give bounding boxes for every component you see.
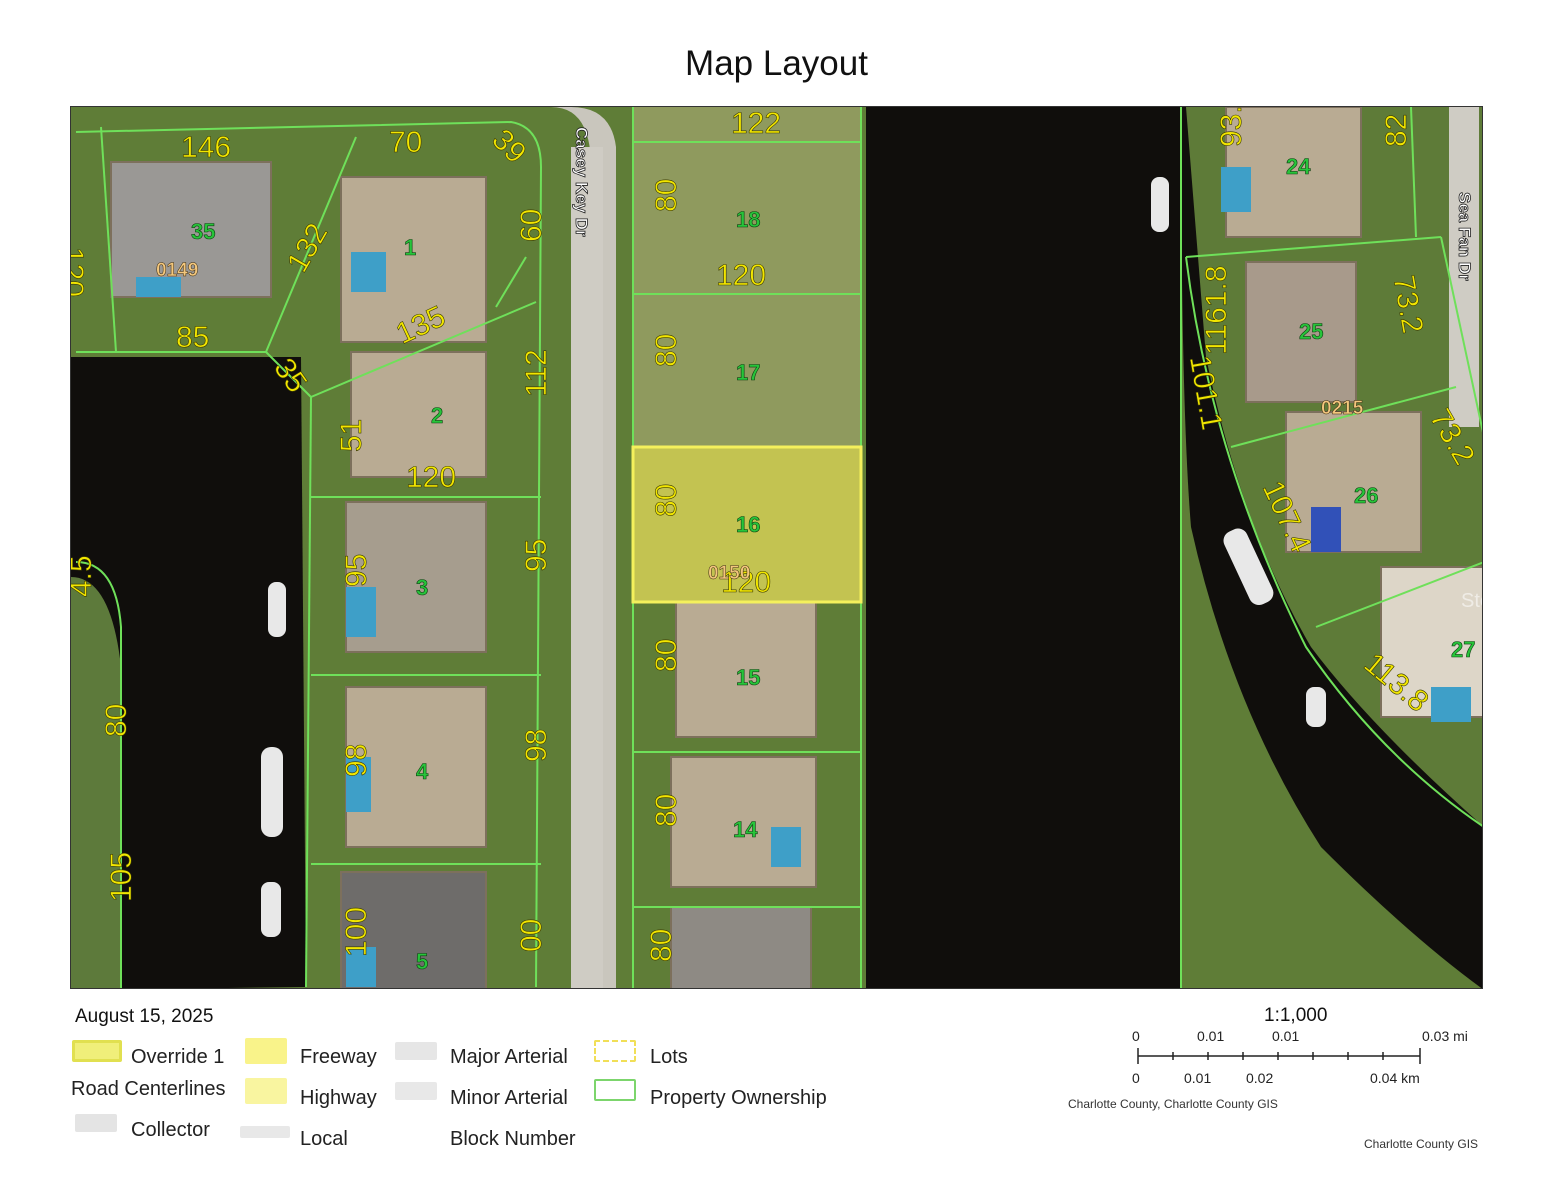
sea-fan-road — [1449, 107, 1479, 427]
legend-minor-arterial: Minor Arterial — [450, 1087, 568, 1109]
map-date: August 15, 2025 — [75, 1006, 214, 1027]
scale-mi-label: 0.03 mi — [1422, 1028, 1468, 1044]
dim-label: 1161.8 — [1200, 265, 1233, 355]
casey-key-road-lane — [571, 147, 603, 988]
street-label-sea-fan: Sea Fan Dr — [1455, 192, 1474, 281]
street-labels: Casey Key Dr Sea Fan Dr — [572, 127, 1475, 282]
vacant-lot-subject — [633, 447, 861, 602]
page-title: Map Layout — [685, 44, 868, 83]
local-swatch — [240, 1126, 290, 1138]
dim-label: 105 — [105, 852, 138, 902]
scale-km-label: 0.01 — [1184, 1070, 1212, 1086]
lot-number: 27 — [1451, 637, 1475, 662]
vacant-lot-area — [633, 107, 861, 447]
boats — [261, 177, 1326, 937]
block-number: 0149 — [156, 260, 198, 281]
lot-number: 17 — [736, 360, 760, 385]
lot-number: 5 — [416, 949, 428, 974]
scale-mi-label: 0.01 — [1197, 1028, 1225, 1044]
dim-label: 80 — [650, 639, 683, 672]
legend-local: Local — [300, 1128, 348, 1150]
left-shore — [71, 577, 121, 988]
street-label-casey-key: Casey Key Dr — [572, 127, 591, 237]
minor-arterial-swatch — [395, 1082, 437, 1100]
legend-lots: Lots — [650, 1046, 688, 1068]
lot-number: 2 — [431, 403, 443, 428]
legend-major-arterial: Major Arterial — [450, 1046, 568, 1068]
lot-number: 25 — [1299, 319, 1323, 344]
lot-number: 18 — [736, 207, 760, 232]
dim-label: 95 — [520, 539, 553, 572]
block-number: 0150 — [708, 563, 750, 584]
credit-text: Charlotte County GIS — [1364, 1137, 1479, 1151]
legend-freeway: Freeway — [300, 1046, 377, 1068]
legend-block-number: Block Number — [450, 1128, 576, 1150]
dim-label: 98 — [520, 729, 553, 762]
legend-highway: Highway — [300, 1087, 377, 1109]
scale-km-label: 0.04 km — [1370, 1070, 1420, 1086]
dim-label: 80 — [650, 484, 683, 517]
scale-ratio: 1:1,000 — [1264, 1005, 1328, 1026]
dim-label: 120 — [716, 259, 766, 292]
dim-label: 80 — [650, 794, 683, 827]
dim-label: 80 — [650, 179, 683, 212]
scale-mi-label: 0 — [1132, 1028, 1140, 1044]
major-arterial-swatch — [395, 1042, 437, 1060]
lot-number: 16 — [736, 512, 760, 537]
subject-lot-highlight[interactable] — [631, 445, 863, 604]
lot-number: 1 — [404, 235, 416, 260]
legend-property-ownership: Property Ownership — [650, 1087, 827, 1109]
dim-label: 80 — [645, 929, 678, 962]
legend-collector: Collector — [131, 1119, 210, 1141]
dim-label: 80 — [100, 704, 133, 737]
dim-label: 00 — [515, 919, 548, 952]
dim-label: 120 — [71, 247, 89, 297]
highway-swatch — [245, 1078, 287, 1104]
dim-label: 4.5 — [71, 555, 98, 597]
lot-number: 15 — [736, 665, 760, 690]
lot-number: 3 — [416, 575, 428, 600]
scale-bar — [1137, 1048, 1421, 1064]
override1-swatch — [72, 1040, 122, 1062]
dim-label: 51 — [335, 419, 368, 452]
main-canal — [866, 107, 1181, 988]
lot-number: 14 — [733, 817, 758, 842]
dim-label: 120 — [406, 461, 456, 494]
dim-label: 100 — [340, 907, 373, 957]
dim-label: 80 — [650, 334, 683, 367]
dim-label: 60 — [515, 209, 548, 242]
lot-number: 24 — [1286, 154, 1311, 179]
freeway-swatch — [245, 1038, 287, 1064]
dim-label: 122 — [731, 107, 781, 140]
dim-label: 85 — [176, 321, 209, 354]
legend-override1: Override 1 — [131, 1046, 225, 1068]
lot-number: 4 — [416, 759, 429, 784]
lot-number: 35 — [191, 219, 215, 244]
map-view[interactable]: 146 70 39 120 132 60 85 135 35 112 51 12… — [70, 106, 1483, 989]
pools — [136, 167, 1471, 987]
dim-label: 82 — [1380, 114, 1413, 147]
map-canvas[interactable]: 146 70 39 120 132 60 85 135 35 112 51 12… — [71, 107, 1483, 989]
dim-label: 98 — [340, 744, 373, 777]
dim-label: 146 — [181, 131, 231, 164]
dim-label: 120 — [721, 566, 771, 599]
collector-swatch — [75, 1114, 117, 1132]
dim-label: 95 — [340, 554, 373, 587]
dim-label: 70 — [389, 126, 422, 159]
scale-source: Charlotte County, Charlotte County GIS — [1068, 1097, 1278, 1111]
watermark: StellarMLS — [1461, 590, 1483, 612]
scale-km-label: 0 — [1132, 1070, 1140, 1086]
scale-mi-label: 0.01 — [1272, 1028, 1300, 1044]
lots-swatch — [594, 1040, 636, 1062]
block-number: 0215 — [1321, 398, 1364, 419]
lot-number: 26 — [1354, 483, 1378, 508]
dim-label: 93.5 — [1215, 107, 1248, 147]
legend-road-centerlines: Road Centerlines — [71, 1078, 226, 1100]
dim-label: 112 — [520, 349, 553, 397]
left-canal — [71, 357, 306, 988]
property-ownership-swatch — [594, 1079, 636, 1101]
block-numbers: 0149 0150 0215 — [156, 260, 1364, 585]
scale-km-label: 0.02 — [1246, 1070, 1274, 1086]
lot-numbers: 35 1 2 3 4 5 18 17 16 15 14 24 25 26 27 — [191, 154, 1476, 975]
